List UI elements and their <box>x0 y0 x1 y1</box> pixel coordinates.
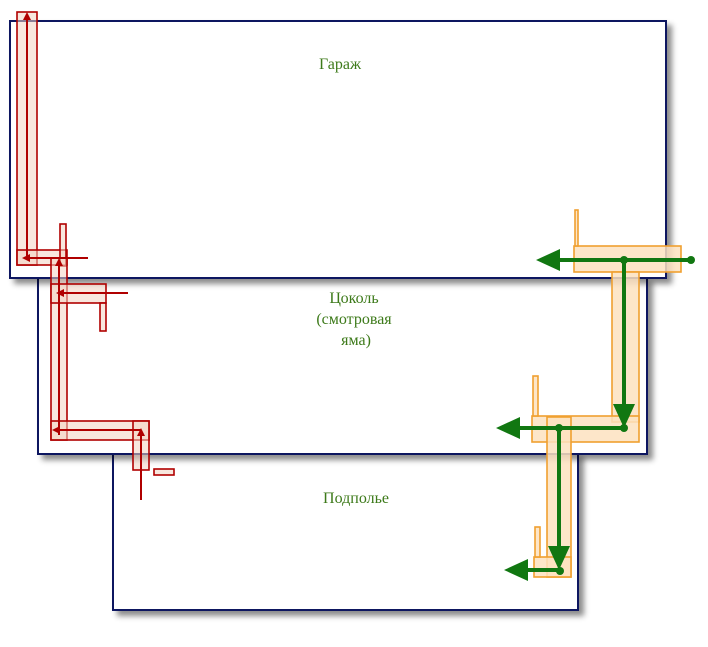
underfloor-outline <box>112 452 579 611</box>
room-underfloor <box>112 452 579 611</box>
underfloor-label: Подполье <box>323 490 389 507</box>
basement-label: Цоколь (смотровая яма) <box>316 290 395 349</box>
exhaust-arrow-basement-riser <box>613 404 635 428</box>
exhaust-node-garage-end <box>687 256 695 264</box>
supply-duct-basement-cap <box>99 302 107 332</box>
garage-label: Гараж <box>319 56 362 73</box>
exhaust-node-underfloor-end <box>556 567 564 575</box>
exhaust-arrow-underfloor <box>504 559 528 581</box>
exhaust-arrow-garage <box>536 249 560 271</box>
exhaust-node-basement-end <box>620 424 628 432</box>
exhaust-duct-basement-cap <box>532 375 539 417</box>
exhaust-duct-underfloor <box>533 556 572 578</box>
exhaust-duct-garage-cap <box>574 209 579 247</box>
exhaust-duct-underfloor-cap <box>534 526 541 558</box>
supply-duct-underfloor-cap <box>153 468 175 476</box>
supply-duct-system <box>16 11 175 500</box>
exhaust-arrow-basement <box>496 417 520 439</box>
exhaust-duct-system <box>496 209 695 581</box>
exhaust-arrow-underfloor-riser <box>548 546 570 570</box>
room-garage <box>9 20 667 279</box>
garage-outline <box>9 20 667 279</box>
